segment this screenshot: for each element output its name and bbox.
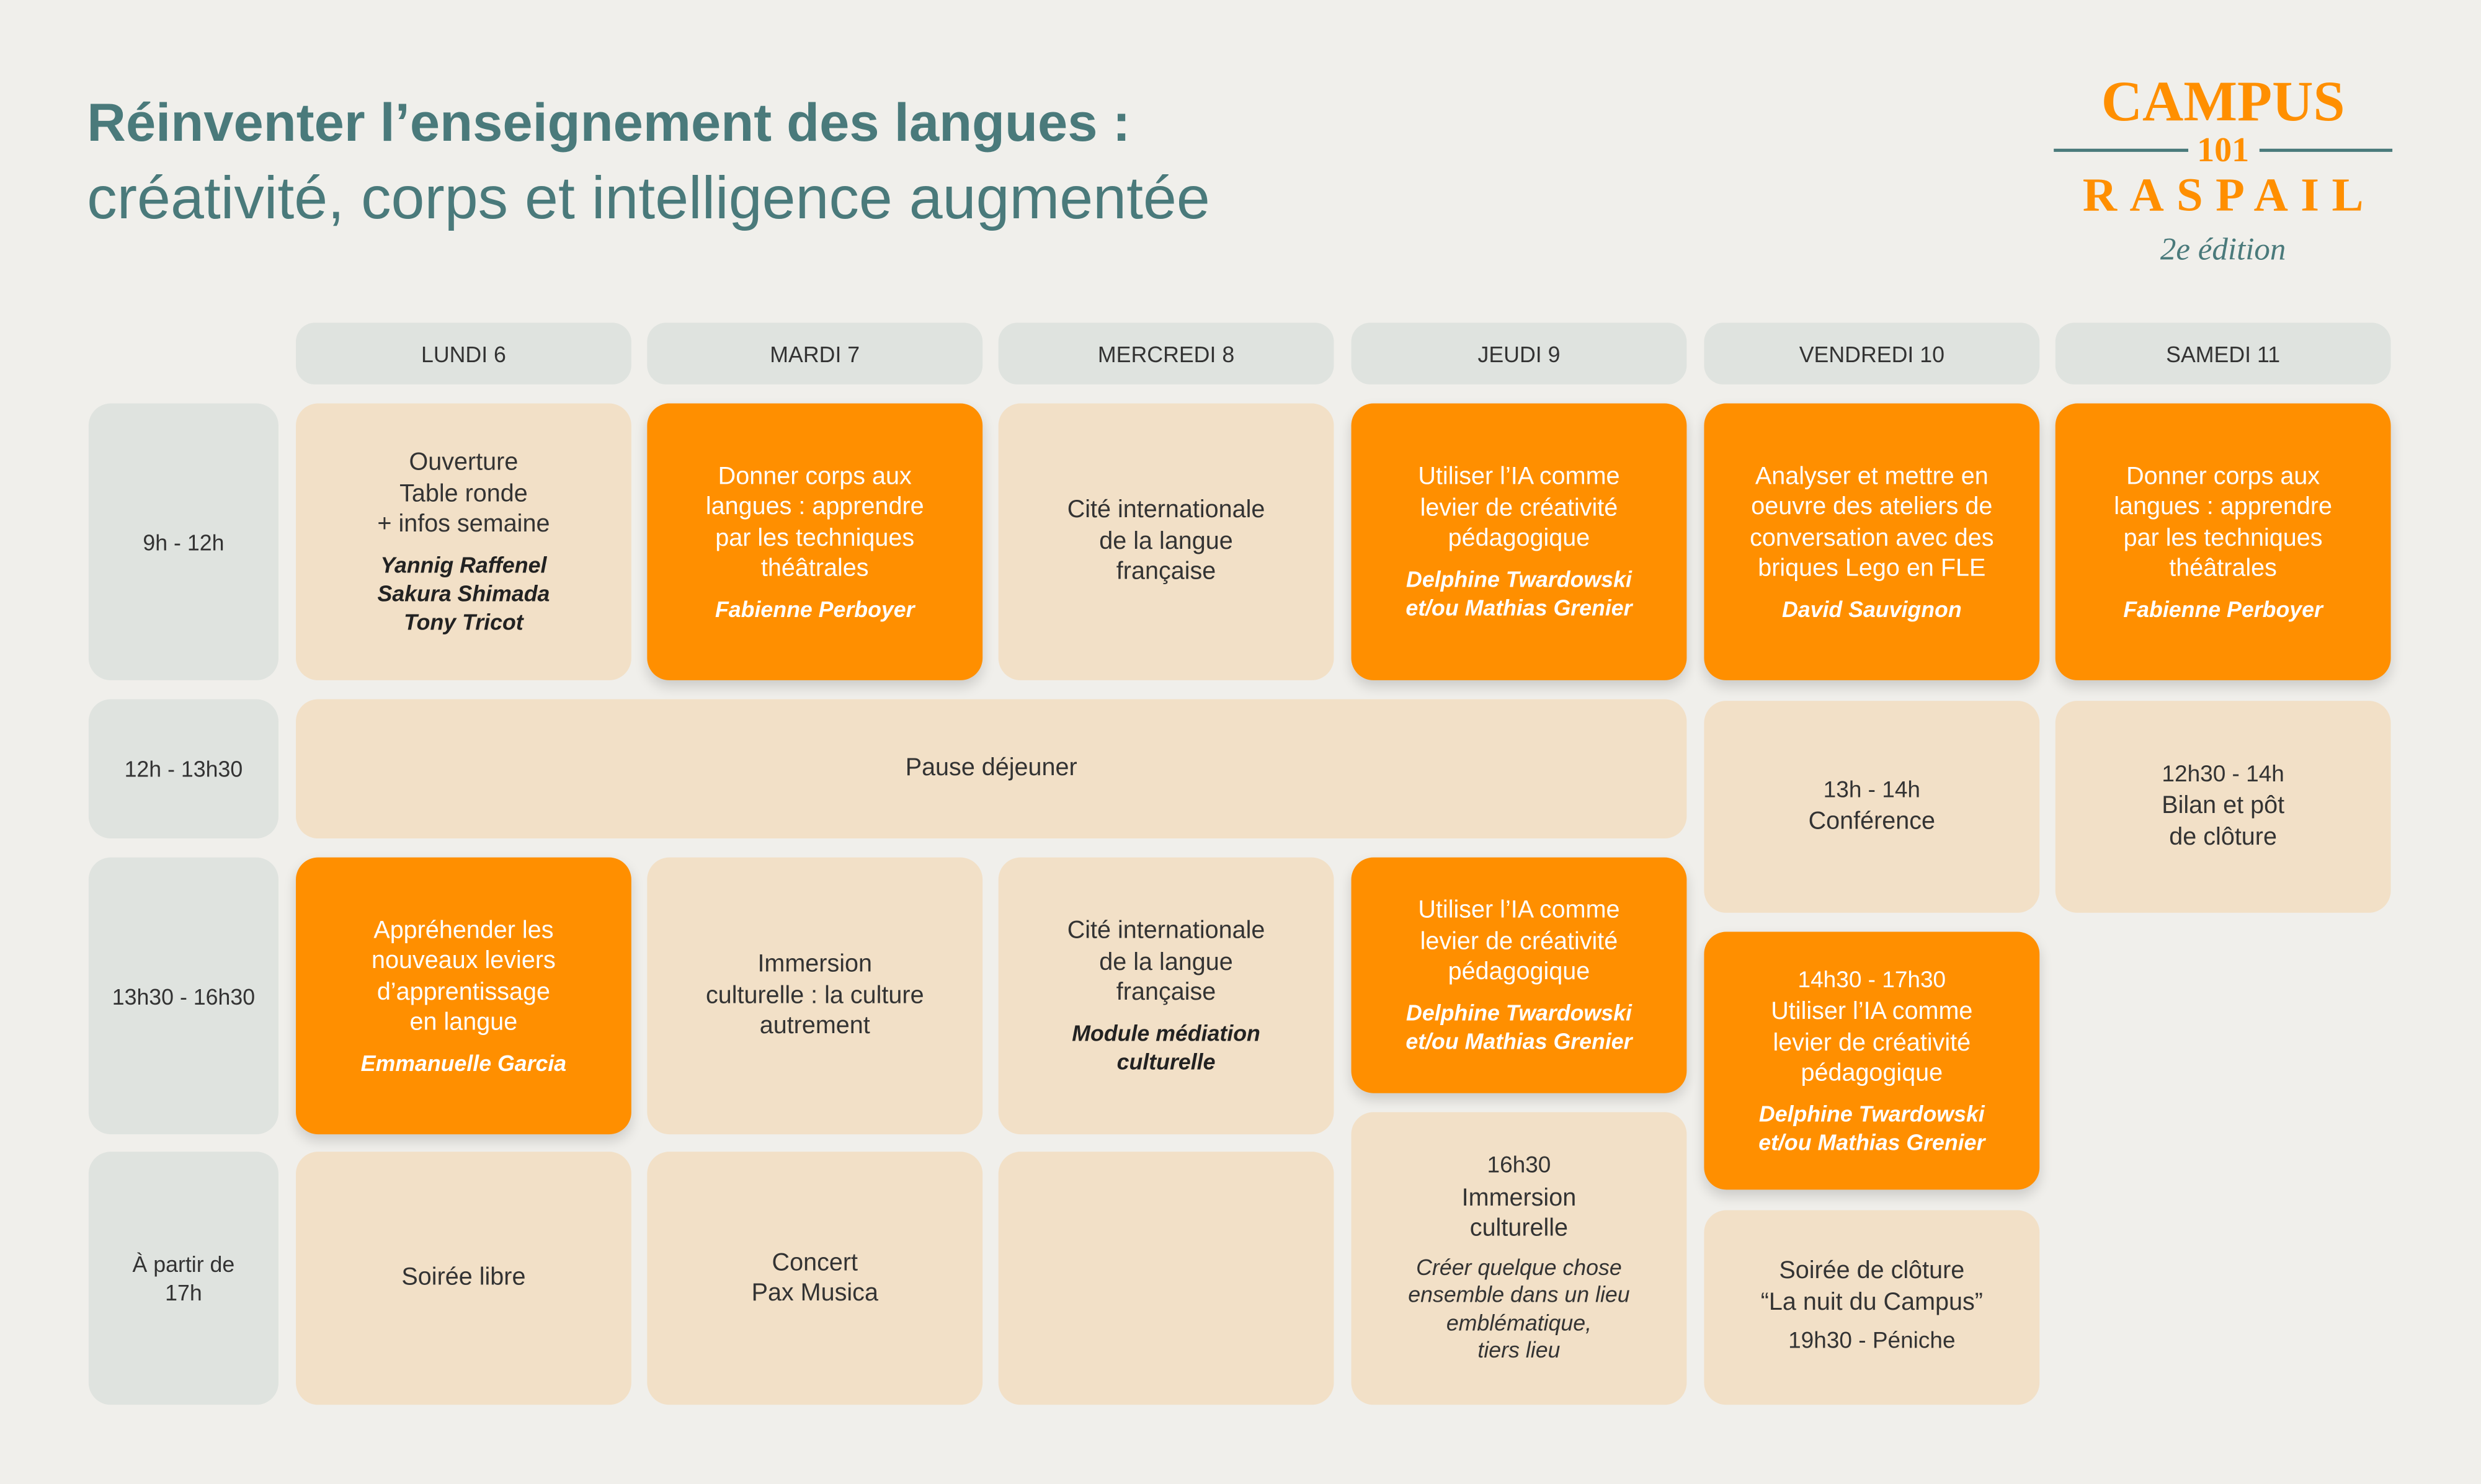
session-card[interactable]: Soirée de clôture “La nuit du Campus” 19…	[1704, 1210, 2040, 1405]
session-title: Cité internationale de la langue françai…	[1067, 497, 1265, 586]
session-time: 16h30	[1487, 1153, 1551, 1180]
session-speakers: Fabienne Perboyer	[715, 595, 915, 621]
time-slot: À partir de 17h	[88, 1152, 278, 1405]
empty-slot	[998, 1152, 1334, 1405]
time-slot: 9h - 12h	[88, 403, 278, 680]
day-header: JEUDI 9	[1351, 322, 1687, 384]
session-title: Appréhender les nouveaux leviers d’appre…	[372, 917, 556, 1036]
session-card[interactable]: 13h - 14h Conférence	[1704, 701, 2040, 913]
day-header: SAMEDI 11	[2055, 322, 2391, 384]
session-title: Pause déjeuner	[905, 755, 1077, 782]
day-header: LUNDI 6	[296, 322, 631, 384]
session-card[interactable]: Donner corps aux langues : apprendre par…	[647, 403, 983, 680]
session-title: Utiliser l’IA comme levier de créativité…	[1418, 464, 1620, 553]
logo-raspail: RASPAIL	[2082, 169, 2376, 222]
session-title: Utiliser l’IA comme levier de créativité…	[1771, 998, 1973, 1087]
session-card[interactable]: Utiliser l’IA comme levier de créativité…	[1351, 857, 1687, 1093]
session-card[interactable]: Utiliser l’IA comme levier de créativité…	[1351, 403, 1687, 680]
session-time: 14h30 - 17h30	[1797, 967, 1946, 993]
session-title: Cité internationale de la langue françai…	[1067, 918, 1265, 1007]
session-speakers: Fabienne Perboyer	[2123, 595, 2323, 621]
session-card[interactable]: 14h30 - 17h30 Utiliser l’IA comme levier…	[1704, 931, 2040, 1190]
session-title: Soirée libre	[401, 1264, 526, 1292]
session-card[interactable]: Appréhender les nouveaux leviers d’appre…	[296, 857, 631, 1135]
session-title: Bilan et pôt de clôture	[2162, 793, 2285, 851]
logo-edition: 2e édition	[2160, 232, 2286, 268]
session-card[interactable]: Concert Pax Musica	[647, 1152, 983, 1405]
session-title: Soirée de clôture “La nuit du Campus”	[1760, 1258, 1983, 1316]
session-title: Immersion culturelle : la culture autrem…	[705, 951, 924, 1040]
session-title: Utiliser l’IA comme levier de créativité…	[1418, 897, 1620, 986]
time-slot: 13h30 - 16h30	[88, 857, 278, 1135]
session-card[interactable]: 16h30 Immersion culturelle Créer quelque…	[1351, 1112, 1687, 1405]
session-title: Ouverture Table ronde + infos semaine	[377, 450, 550, 538]
session-title: Donner corps aux langues : apprendre par…	[705, 463, 924, 582]
day-header: VENDREDI 10	[1704, 322, 2040, 384]
logo-rule	[2054, 148, 2188, 152]
title-line1: Réinventer l’enseignement des langues :	[87, 93, 1131, 154]
session-card[interactable]: Cité internationale de la langue françai…	[998, 403, 1334, 680]
logo-campus: CAMPUS	[2101, 69, 2345, 133]
campus-logo: CAMPUS 101 RASPAIL 2e édition	[2054, 69, 2393, 291]
session-speakers: Delphine Twardowski et/ou Mathias Grenie…	[1758, 1100, 1985, 1154]
session-speakers: Emmanuelle Garcia	[360, 1049, 567, 1075]
session-speakers: David Sauvignon	[1781, 595, 1962, 621]
time-slot: 12h - 13h30	[88, 699, 278, 839]
day-header: MERCREDI 8	[998, 322, 1334, 384]
session-title: Immersion culturelle	[1461, 1184, 1577, 1243]
session-card[interactable]: Donner corps aux langues : apprendre par…	[2055, 403, 2391, 680]
session-speakers: Yannig Raffenel Sakura Shimada Tony Tric…	[377, 551, 550, 634]
session-note: Créer quelque chose ensemble dans un lie…	[1408, 1254, 1630, 1363]
day-header: MARDI 7	[647, 322, 983, 384]
session-card[interactable]: 12h30 - 14h Bilan et pôt de clôture	[2055, 701, 2391, 913]
lunch-break: Pause déjeuner	[296, 699, 1687, 839]
session-card[interactable]: Soirée libre	[296, 1152, 631, 1405]
session-time: 13h - 14h	[1823, 777, 1920, 803]
session-card[interactable]: Ouverture Table ronde + infos semaine Ya…	[296, 403, 631, 680]
session-time: 19h30 - Péniche	[1788, 1329, 1956, 1355]
session-card[interactable]: Analyser et mettre en oeuvre des atelier…	[1704, 403, 2040, 680]
session-time: 12h30 - 14h	[2162, 762, 2284, 788]
session-speakers: Delphine Twardowski et/ou Mathias Grenie…	[1405, 566, 1632, 620]
logo-number: 101	[2197, 130, 2250, 169]
session-title: Analyser et mettre en oeuvre des atelier…	[1750, 463, 1994, 582]
session-title: Conférence	[1808, 808, 1936, 835]
session-title: Concert Pax Musica	[751, 1249, 878, 1307]
logo-rule	[2258, 148, 2393, 152]
session-card[interactable]: Cité internationale de la langue françai…	[998, 857, 1334, 1135]
session-card[interactable]: Immersion culturelle : la culture autrem…	[647, 857, 983, 1135]
session-speakers: Delphine Twardowski et/ou Mathias Grenie…	[1405, 999, 1632, 1054]
title-line2: créativité, corps et intelligence augmen…	[87, 166, 1210, 233]
session-speakers: Module médiation culturelle	[1072, 1020, 1260, 1074]
session-title: Donner corps aux langues : apprendre par…	[2114, 463, 2333, 582]
